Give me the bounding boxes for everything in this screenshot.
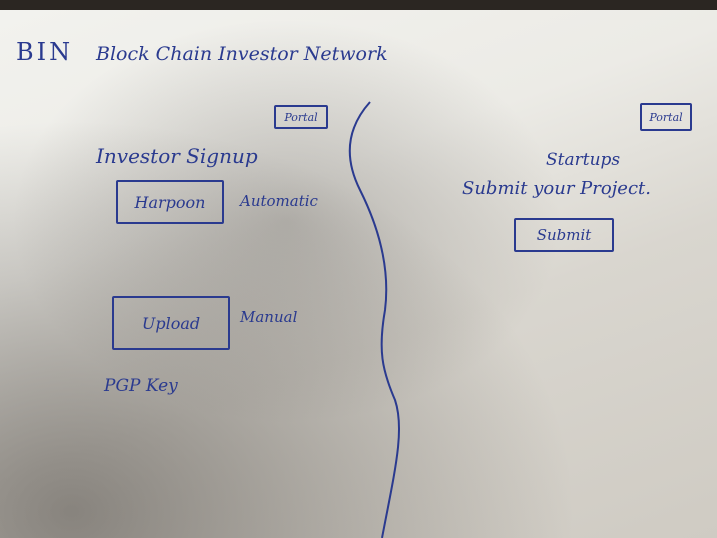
app-logo: BIN [16, 38, 74, 66]
investor-signup-heading: Investor Signup [96, 144, 258, 168]
submit-project-subheading: Submit your Project. [462, 178, 651, 199]
left-portal-button[interactable]: Portal [274, 105, 328, 129]
harpoon-automatic-note: Automatic [240, 192, 318, 210]
upload-button[interactable]: Upload [112, 296, 230, 350]
startups-heading: Startups [546, 150, 621, 170]
harpoon-button[interactable]: Harpoon [116, 180, 224, 224]
pgp-key-label: PGP Key [104, 376, 178, 396]
app-title: Block Chain Investor Network [96, 43, 388, 65]
panel-divider [348, 101, 401, 538]
upload-manual-note: Manual [240, 308, 298, 326]
submit-button[interactable]: Submit [514, 218, 614, 252]
right-portal-button[interactable]: Portal [640, 103, 692, 131]
paper-sheet: BIN Block Chain Investor Network Portal … [0, 10, 717, 538]
